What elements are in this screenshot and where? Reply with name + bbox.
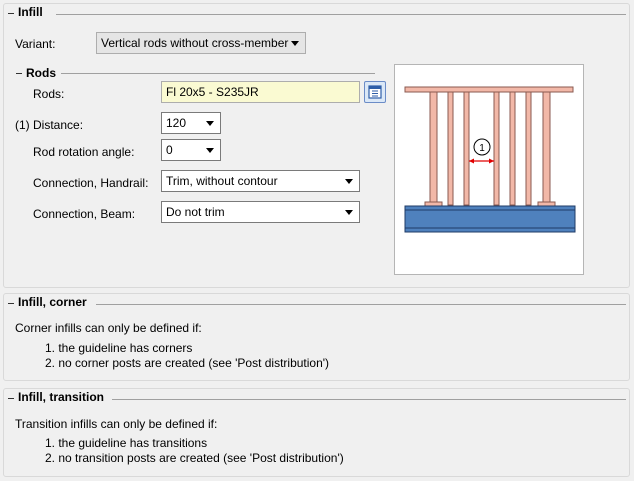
chevron-down-icon: [291, 41, 299, 46]
rotation-dropdown[interactable]: 0: [161, 139, 221, 161]
rotation-value: 0: [166, 143, 173, 157]
railing-illustration: 1: [404, 86, 576, 233]
variant-value: Vertical rods without cross-member: [101, 36, 289, 50]
corner-item-2: 2. no corner posts are created (see 'Pos…: [45, 356, 330, 370]
chevron-down-icon: [345, 179, 353, 184]
rods-section-title: Rods: [26, 66, 56, 80]
title-divider: [96, 304, 626, 305]
variant-label: Variant:: [15, 37, 56, 51]
distance-value: 120: [166, 116, 187, 130]
rods-field[interactable]: Fl 20x5 - S235JR: [161, 81, 360, 103]
beam-dropdown[interactable]: Do not trim: [161, 201, 360, 223]
transition-intro: Transition infills can only be defined i…: [15, 417, 218, 431]
handrail-label: Connection, Handrail:: [33, 176, 149, 190]
catalog-button[interactable]: [364, 81, 386, 103]
collapse-icon[interactable]: [8, 303, 14, 304]
infill-corner-panel: Infill, corner Corner infills can only b…: [3, 293, 630, 381]
catalog-icon: [368, 85, 382, 99]
handrail-value: Trim, without contour: [166, 174, 278, 188]
distance-label: (1) Distance:: [15, 118, 84, 132]
distance-dropdown[interactable]: 120: [161, 112, 221, 134]
variant-dropdown[interactable]: Vertical rods without cross-member: [96, 32, 306, 54]
infill-transition-panel: Infill, transition Transition infills ca…: [3, 388, 630, 477]
corner-item-1: 1. the guideline has corners: [45, 341, 193, 355]
infill-title: Infill: [18, 5, 47, 19]
transition-item-1: 1. the guideline has transitions: [45, 436, 208, 450]
rods-label: Rods:: [33, 87, 65, 101]
dimension-marker: 1: [479, 143, 485, 154]
rotation-label: Rod rotation angle:: [33, 145, 135, 159]
chevron-down-icon: [345, 210, 353, 215]
infill-corner-title: Infill, corner: [18, 295, 91, 309]
collapse-icon[interactable]: [8, 13, 14, 14]
chevron-down-icon: [206, 148, 214, 153]
collapse-icon[interactable]: [8, 398, 14, 399]
beam-label: Connection, Beam:: [33, 207, 136, 221]
rods-value: Fl 20x5 - S235JR: [166, 85, 259, 99]
handrail-dropdown[interactable]: Trim, without contour: [161, 170, 360, 192]
infill-panel: Infill Variant: Vertical rods without cr…: [3, 3, 630, 288]
chevron-down-icon: [206, 121, 214, 126]
rods-collapse-icon[interactable]: [16, 73, 22, 74]
beam-value: Do not trim: [166, 205, 225, 219]
corner-intro: Corner infills can only be defined if:: [15, 321, 202, 335]
infill-preview: 1: [394, 64, 584, 275]
title-divider: [112, 399, 626, 400]
infill-transition-title: Infill, transition: [18, 390, 108, 404]
transition-item-2: 2. no transition posts are created (see …: [45, 451, 344, 465]
title-divider: [56, 14, 626, 15]
rods-divider: [61, 73, 375, 74]
